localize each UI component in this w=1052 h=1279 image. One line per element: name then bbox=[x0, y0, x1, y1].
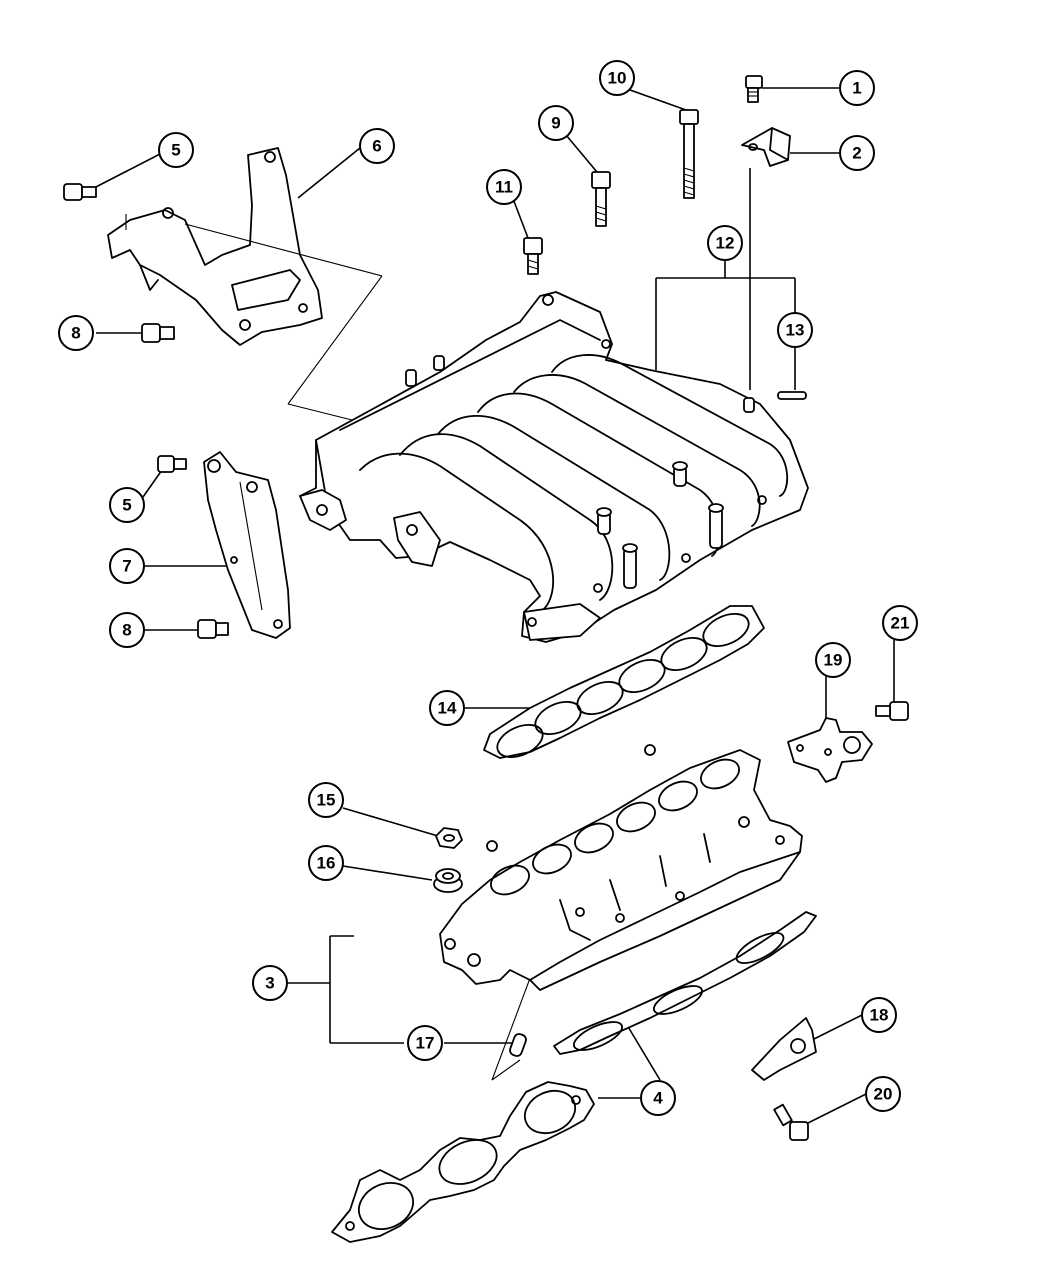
svg-text:19: 19 bbox=[824, 651, 843, 670]
svg-text:18: 18 bbox=[870, 1006, 889, 1025]
callout-17: 17 bbox=[407, 1025, 443, 1061]
callout-5-upper: 5 bbox=[158, 132, 194, 168]
callout-11: 11 bbox=[486, 169, 522, 205]
callout-8-upper: 8 bbox=[58, 315, 94, 351]
callout-8-lower: 8 bbox=[109, 612, 145, 648]
callout-14: 14 bbox=[429, 690, 465, 726]
bolt-20-part bbox=[773, 1103, 809, 1141]
upper-intake-manifold-part bbox=[299, 291, 809, 643]
bolt-8-upper-part bbox=[141, 323, 175, 343]
callout-12: 12 bbox=[707, 225, 743, 261]
callout-7: 7 bbox=[109, 548, 145, 584]
callout-4: 4 bbox=[640, 1080, 676, 1116]
lower-intake-manifold-3-part bbox=[439, 744, 803, 991]
bracket-18-part bbox=[751, 1017, 817, 1081]
svg-text:1: 1 bbox=[852, 79, 861, 98]
svg-text:8: 8 bbox=[122, 621, 131, 640]
callout-21: 21 bbox=[882, 605, 918, 641]
bolt-10-part bbox=[679, 109, 699, 199]
svg-text:17: 17 bbox=[416, 1034, 435, 1053]
svg-text:8: 8 bbox=[71, 324, 80, 343]
bolt-5-lower-part bbox=[157, 455, 187, 473]
svg-text:9: 9 bbox=[551, 114, 560, 133]
callout-18: 18 bbox=[861, 997, 897, 1033]
svg-text:2: 2 bbox=[852, 144, 861, 163]
callout-16: 16 bbox=[308, 845, 344, 881]
support-bracket-6-part bbox=[107, 147, 323, 346]
svg-text:12: 12 bbox=[716, 234, 735, 253]
pin-13-part bbox=[777, 391, 807, 400]
callout-1: 1 bbox=[839, 70, 875, 106]
svg-text:15: 15 bbox=[317, 791, 336, 810]
bolt-11-part bbox=[523, 237, 543, 275]
dowel-pin-17-part bbox=[509, 1033, 527, 1057]
svg-text:3: 3 bbox=[265, 974, 274, 993]
lower-gasket-4-part bbox=[331, 911, 817, 1243]
svg-text:11: 11 bbox=[495, 178, 513, 197]
callout-3: 3 bbox=[252, 965, 288, 1001]
callout-6: 6 bbox=[359, 128, 395, 164]
svg-text:7: 7 bbox=[122, 557, 131, 576]
callout-10: 10 bbox=[599, 60, 635, 96]
svg-text:20: 20 bbox=[874, 1085, 893, 1104]
svg-text:5: 5 bbox=[122, 496, 131, 515]
svg-text:6: 6 bbox=[372, 137, 381, 156]
bolt-1-part bbox=[745, 75, 763, 103]
callout-13: 13 bbox=[777, 312, 813, 348]
svg-text:14: 14 bbox=[438, 699, 457, 718]
callout-15: 15 bbox=[308, 782, 344, 818]
callout-20: 20 bbox=[865, 1076, 901, 1112]
svg-text:10: 10 bbox=[608, 69, 627, 88]
upper-gasket-14-part bbox=[483, 605, 765, 759]
svg-text:5: 5 bbox=[171, 141, 180, 160]
bolt-9-part bbox=[591, 171, 611, 227]
callout-2: 2 bbox=[839, 135, 875, 171]
clip-bracket-2-part bbox=[741, 127, 791, 167]
svg-text:13: 13 bbox=[786, 321, 805, 340]
callout-19: 19 bbox=[815, 642, 851, 678]
side-bracket-7-part bbox=[203, 451, 291, 639]
svg-text:4: 4 bbox=[653, 1089, 663, 1108]
bolt-5-upper-part bbox=[63, 183, 97, 201]
bolt-8-lower-part bbox=[197, 619, 229, 639]
callout-9: 9 bbox=[538, 105, 574, 141]
svg-text:21: 21 bbox=[891, 614, 910, 633]
washer-nut-16-part bbox=[433, 868, 463, 893]
svg-text:16: 16 bbox=[317, 854, 336, 873]
nut-15-part bbox=[435, 827, 463, 849]
bolt-21-part bbox=[875, 701, 909, 721]
bracket-19-part bbox=[787, 717, 873, 783]
callout-5-lower: 5 bbox=[109, 487, 145, 523]
leader-lines bbox=[89, 79, 895, 1124]
